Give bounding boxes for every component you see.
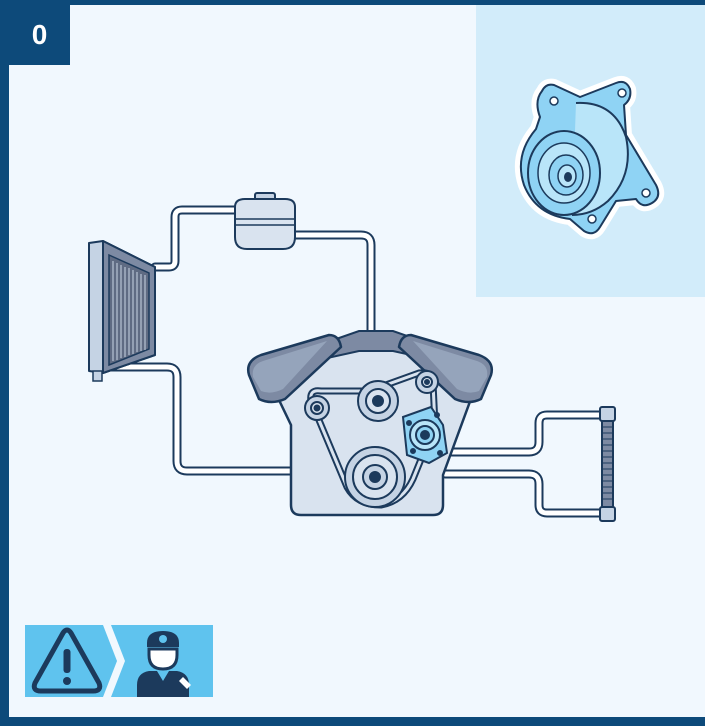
expansion-tank-icon (234, 192, 296, 250)
warning-icon (25, 625, 117, 697)
footer-icons (25, 625, 213, 697)
part-panel (476, 5, 705, 297)
radiator-icon (88, 240, 156, 382)
coolant-hoses (102, 205, 608, 518)
step-number: 0 (9, 5, 70, 65)
mechanic-icon (111, 625, 213, 697)
cooling-system-diagram (88, 192, 616, 522)
heater-core-icon (599, 406, 616, 522)
water-pump-icon (515, 75, 665, 240)
diagram-canvas: 0 (9, 5, 705, 717)
engine-block-icon (247, 330, 493, 517)
engine-water-pump (401, 405, 449, 465)
